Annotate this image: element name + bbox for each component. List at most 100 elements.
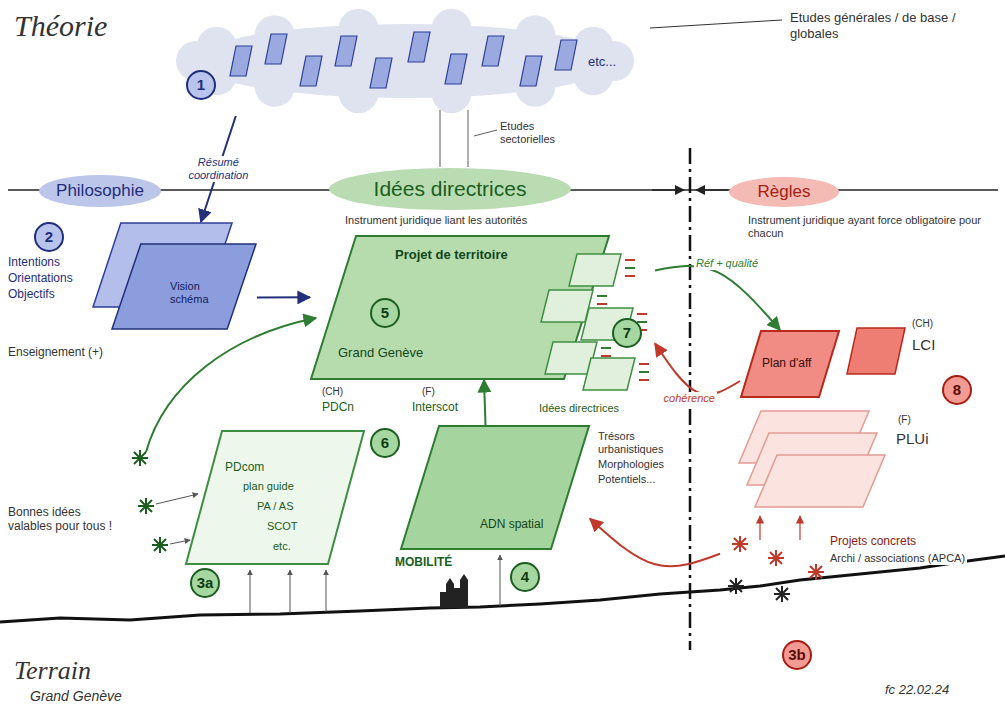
ellipse-shape bbox=[329, 168, 571, 210]
sheet-shape bbox=[755, 455, 885, 507]
tick-mark bbox=[597, 303, 607, 305]
node-text: Projet de territoire bbox=[395, 247, 508, 263]
project-star bbox=[774, 586, 790, 602]
theory-cloud: etc... bbox=[170, 6, 640, 116]
node-text: Projets concrets bbox=[828, 534, 918, 548]
sketch-heading: Théorie bbox=[14, 8, 107, 44]
layer-name: MOBILITÉ bbox=[395, 555, 452, 569]
connector-arrow bbox=[257, 296, 310, 298]
node-text: Philosophie bbox=[56, 181, 144, 201]
country-tag: (F) bbox=[422, 386, 435, 398]
connector-arrow bbox=[590, 519, 720, 567]
ground-arrow bbox=[326, 570, 327, 612]
node-text: etc. bbox=[273, 540, 291, 553]
cloud-bump bbox=[197, 27, 237, 67]
node-text: Plan d'aff bbox=[762, 356, 811, 370]
study-sheet bbox=[445, 54, 467, 84]
tick-mark bbox=[639, 371, 649, 373]
cathedral-silhouette bbox=[440, 574, 468, 608]
project-star bbox=[732, 536, 748, 552]
node-text: Idées directrices bbox=[539, 402, 619, 415]
node-text: PLUi bbox=[896, 430, 929, 448]
node-text: Règles bbox=[758, 182, 811, 202]
node-text: (CH) bbox=[912, 318, 933, 330]
note-text: Etudes sectorielles bbox=[500, 120, 580, 146]
note-text: Objectifs bbox=[8, 287, 55, 301]
note-text: Orientations bbox=[8, 271, 73, 285]
zoning-plan-sheet: Plan d'aff bbox=[740, 330, 840, 398]
plan-sheet: PDcomplan guidePA / ASSCOTetc. bbox=[185, 430, 365, 565]
node-text: SCOT bbox=[267, 520, 298, 533]
connector-label: cohérence bbox=[662, 392, 717, 405]
note-text: Trésors urbanistiques bbox=[598, 430, 686, 456]
connector-arrow bbox=[655, 266, 780, 330]
tick-mark bbox=[639, 379, 649, 381]
plan-name: Interscot bbox=[412, 400, 458, 414]
country-tag: (CH) bbox=[322, 386, 343, 398]
callout-number: 4 bbox=[510, 562, 540, 592]
tick-mark bbox=[625, 267, 635, 269]
ground-arrow bbox=[290, 570, 291, 613]
sheet-shape bbox=[311, 236, 609, 379]
note-text: Instrument juridique liant les autorités bbox=[345, 214, 527, 227]
study-sheet bbox=[408, 32, 430, 62]
vision-sheet: Vision schéma bbox=[92, 222, 257, 330]
ellipse-shape bbox=[39, 175, 161, 207]
tick-mark bbox=[601, 347, 611, 349]
node-text: Grand Genève bbox=[338, 345, 423, 361]
project-star bbox=[728, 578, 744, 594]
ground-arrow bbox=[500, 555, 501, 606]
node-outline bbox=[170, 6, 640, 116]
sheet-shape bbox=[401, 426, 589, 549]
node-outline bbox=[400, 425, 590, 550]
connector-label: Résumé coordination bbox=[176, 156, 260, 182]
note-text: Etudes générales / de base / globales bbox=[790, 10, 995, 41]
note-text: Morphologies bbox=[598, 458, 664, 471]
study-sheet bbox=[482, 36, 504, 66]
ellipse-shape bbox=[729, 177, 839, 207]
sheet-shape bbox=[583, 358, 635, 390]
divider-arrow bbox=[652, 189, 684, 191]
tick-mark bbox=[637, 313, 647, 315]
leader-line bbox=[650, 20, 782, 28]
idea-star bbox=[132, 450, 148, 466]
cloud-shape bbox=[176, 9, 634, 113]
rules-ellipse: Règles bbox=[728, 176, 840, 208]
node-text: Idées directrices bbox=[374, 176, 527, 201]
spatial-dna-sheet: ADN spatial bbox=[400, 425, 590, 550]
date-signature: fc 22.02.24 bbox=[885, 682, 949, 698]
study-sheet bbox=[555, 40, 577, 70]
plan-name: PDCn bbox=[322, 400, 354, 414]
tick-mark bbox=[625, 275, 635, 277]
note-text: Intentions bbox=[8, 255, 60, 269]
project-cluster: Projets concretsArchi / associations (AP… bbox=[720, 528, 1000, 614]
node-outline bbox=[92, 222, 257, 330]
idea-arrow bbox=[170, 540, 190, 544]
region-name: Grand Genève bbox=[30, 688, 122, 705]
cloud-bump bbox=[255, 67, 295, 107]
philosophy-ellipse: Philosophie bbox=[38, 174, 162, 208]
sheet-shape bbox=[741, 331, 839, 397]
callout-number: 3b bbox=[782, 640, 812, 670]
study-sheet bbox=[370, 58, 392, 88]
callout-number: 3a bbox=[190, 568, 220, 598]
node-text: plan guide bbox=[243, 480, 294, 493]
idea-star bbox=[138, 498, 154, 514]
local-plan-stack: (F) PLUi bbox=[738, 410, 938, 510]
divider-arrow bbox=[696, 189, 728, 191]
idea-star bbox=[152, 537, 168, 553]
study-sheet bbox=[230, 46, 252, 76]
node-text: PA / AS bbox=[257, 500, 294, 513]
terrain-line bbox=[0, 556, 1005, 622]
sheet-shape bbox=[541, 290, 593, 322]
idea-arrow bbox=[156, 494, 198, 504]
law-sheet: (CH)LCI bbox=[846, 318, 958, 382]
sketch-heading: Terrain bbox=[14, 655, 91, 686]
project-arrow bbox=[799, 516, 800, 540]
study-link bbox=[440, 110, 441, 167]
node-text: (F) bbox=[898, 414, 911, 426]
node-text: etc... bbox=[588, 54, 616, 70]
callout-number: 1 bbox=[186, 70, 216, 100]
